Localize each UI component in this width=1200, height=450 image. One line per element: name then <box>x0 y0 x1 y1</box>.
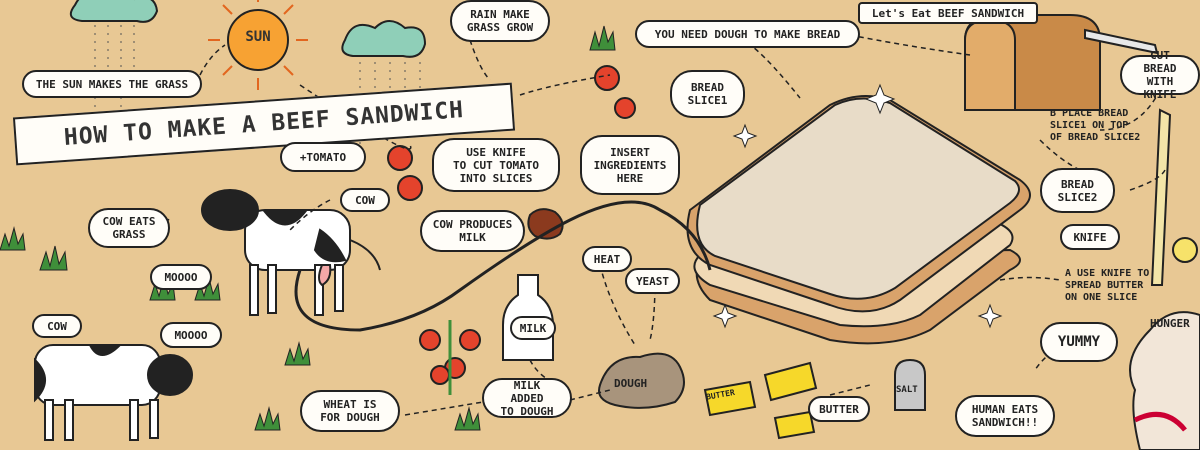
label-knife: KNIFE <box>1060 224 1120 250</box>
label-cow-milk: COW PRODUCES MILK <box>420 210 525 252</box>
label-cut-bread: CUT BREAD WITH KNIFE <box>1120 49 1200 101</box>
label-insert: INSERT INGREDIENTS HERE <box>580 135 680 195</box>
knife-icon <box>1150 108 1172 286</box>
label-salt: SALT <box>896 385 918 395</box>
label-spread: A USE KNIFE TO SPREAD BUTTER ON ONE SLIC… <box>1065 268 1150 303</box>
dough-icon <box>598 352 685 409</box>
label-moooo-1: MOOOO <box>150 264 212 290</box>
label-place-bread: B PLACE BREAD SLICE1 ON TOP OF BREAD SLI… <box>1050 108 1141 143</box>
knife-icon <box>1084 28 1159 55</box>
sandwich-icon <box>686 95 1031 345</box>
label-bread-slice2: BREAD SLICE2 <box>1040 168 1115 213</box>
label-eat-beef: Let's Eat BEEF SANDWICH <box>858 2 1038 24</box>
label-milk-dough: MILK ADDED TO DOUGH <box>482 378 572 418</box>
label-cow-2: COW <box>32 314 82 338</box>
label-heat: HEAT <box>582 246 632 272</box>
label-knife-tomato: USE KNIFE TO CUT TOMATO INTO SLICES <box>432 138 560 192</box>
label-sun-grass: THE SUN MAKES THE GRASS <box>22 70 202 98</box>
label-yummy: YUMMY <box>1040 322 1118 362</box>
salt-shaker-icon <box>894 358 926 411</box>
label-yeast: YEAST <box>625 268 680 294</box>
label-dough-bread: YOU NEED DOUGH TO MAKE BREAD <box>635 20 860 48</box>
bread-loaf-icon <box>964 14 1101 111</box>
label-wheat: WHEAT IS FOR DOUGH <box>300 390 400 432</box>
sun-icon <box>208 0 308 90</box>
label-hunger: HUNGER <box>1150 317 1190 330</box>
label-cow-1: COW <box>340 188 390 212</box>
label-rain: RAIN MAKE GRASS GROW <box>450 0 550 42</box>
cloud-icon <box>69 0 427 58</box>
label-cow-eats: COW EATS GRASS <box>88 208 170 248</box>
label-bread-slice1: BREAD SLICE1 <box>670 70 745 118</box>
label-milk: MILK <box>510 316 556 340</box>
cow-icon <box>201 189 381 316</box>
beef-icon <box>527 208 564 240</box>
label-tomato: +TOMATO <box>280 142 366 172</box>
cow-icon <box>34 344 193 441</box>
label-human-eats: HUMAN EATS SANDWICH!! <box>955 395 1055 437</box>
sun-label: SUN <box>245 29 271 45</box>
label-butter: BUTTER <box>808 396 870 422</box>
label-moooo-2: MOOOO <box>160 322 222 348</box>
lightbulb-icon <box>1172 237 1198 263</box>
butter-icon <box>703 361 818 440</box>
tomato-icon <box>387 65 636 385</box>
label-dough: DOUGH <box>614 377 648 390</box>
